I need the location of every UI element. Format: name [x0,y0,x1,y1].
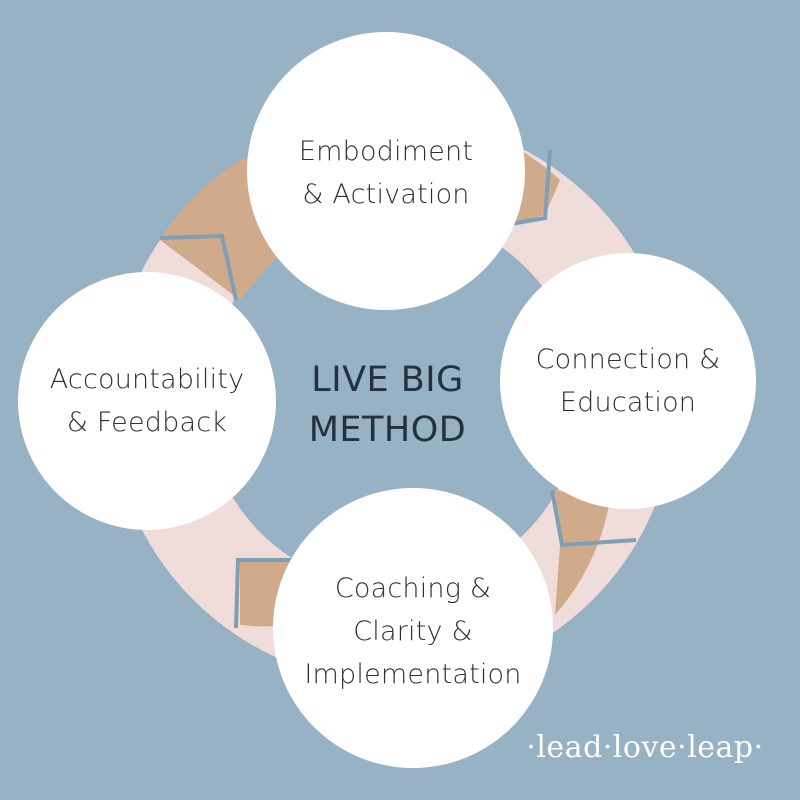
stage-label-line: Connection & [535,344,721,375]
arrow-edge-top-left [159,233,238,301]
stage-label-line: Implementation [304,658,522,690]
stage-circle-embodiment: Embodiment & Activation [247,32,525,310]
center-title-line: LIVE BIG [311,360,464,400]
stage-label: Coaching & Clarity & Implementation [304,561,521,696]
stage-circle-connection: Connection & Education [500,253,756,509]
stage-label-line: Embodiment [298,136,474,167]
stage-label-line: Education [559,387,697,418]
arrow-edge-bottom-right [550,489,637,548]
stage-label-line: Clarity & [353,615,473,647]
stage-label-line: & Feedback [66,407,228,438]
stage-label: Connection & Education [536,338,721,424]
arrow-edge-bottom-left [234,558,292,629]
stage-label-line: & Activation [302,179,470,210]
arrow-edge-top-right [504,149,552,227]
center-title: LIVE BIG METHOD [285,355,490,455]
arrow-segment-bottom-right [555,490,610,615]
brand-logo: ·lead·love·leap· [526,730,764,765]
stage-circle-accountability: Accountability & Feedback [18,272,276,530]
stage-circle-coaching: Coaching & Clarity & Implementation [273,488,553,768]
stage-label-line: Accountability [49,364,245,395]
stage-label-line: Coaching & [334,572,492,604]
stage-label: Embodiment & Activation [299,126,473,216]
center-title-line: METHOD [308,410,467,450]
stage-label: Accountability & Feedback [50,358,245,444]
